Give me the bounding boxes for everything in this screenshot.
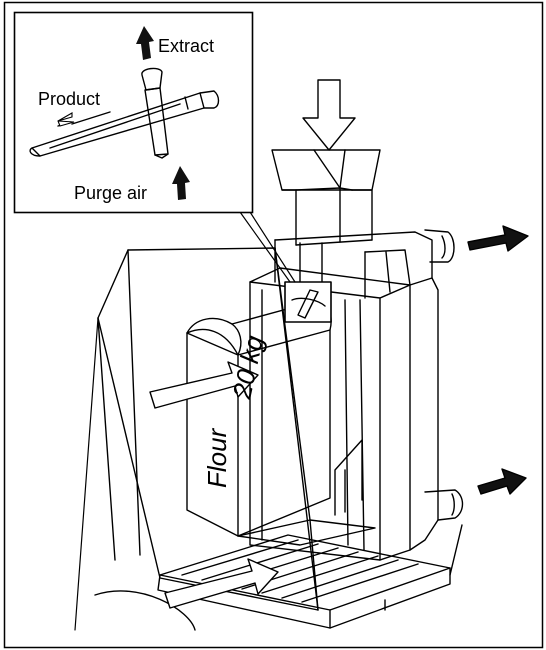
bag-support: [237, 439, 376, 546]
flour-bag: [186, 299, 332, 537]
bag-content-label: Flour: [202, 427, 232, 488]
inlet-air-arrow-icon: [302, 79, 356, 151]
machine-housing: [249, 267, 439, 561]
purge-air-arrow-icon: [172, 166, 190, 200]
inlet-hopper: [271, 149, 381, 246]
callout-leader: [239, 211, 296, 283]
purge-air-label: Purge air: [74, 183, 147, 203]
bag-weight-label: 20 kg: [226, 332, 269, 402]
exhaust-pipes: [424, 229, 464, 521]
figure-frame: [3, 1, 544, 649]
product-arrow-icon: [57, 112, 75, 127]
front-door: [74, 247, 319, 631]
nozzle-detail-box: [284, 281, 332, 323]
extract-label: Extract: [158, 36, 214, 56]
callout-inset: Extract Product Purge air: [13, 11, 254, 214]
exhaust-arrow-bottom-icon: [477, 468, 527, 495]
extract-arrow-icon: [136, 26, 154, 60]
exhaust-arrow-top-icon: [467, 225, 529, 252]
bag-push-arrow-icon: [149, 361, 259, 409]
upper-chamber: [274, 231, 433, 299]
grate-air-arrow-icon: [164, 558, 279, 609]
product-label: Product: [38, 89, 100, 109]
